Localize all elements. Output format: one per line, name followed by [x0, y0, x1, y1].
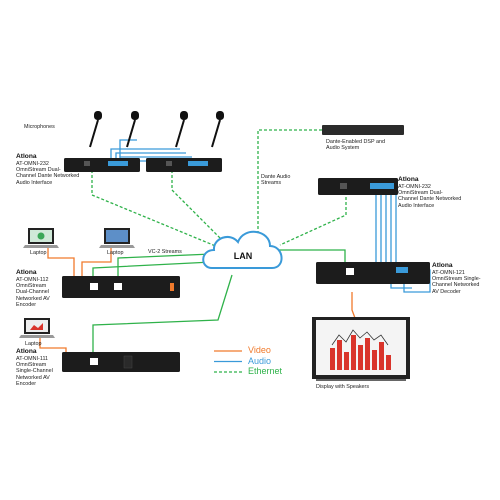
device-line: AT-OMNI-232	[16, 161, 49, 167]
cloud-icon	[202, 231, 283, 269]
device-line: Audio Interface	[398, 202, 435, 209]
device-line: OmniStream	[16, 362, 47, 369]
device-omni112	[62, 276, 180, 298]
microphones-label: Microphones	[24, 124, 55, 130]
display-icon	[312, 317, 410, 381]
device-line: Channel Dante Networked	[16, 173, 80, 180]
legend-video: Video	[248, 345, 271, 355]
device-line: Networked AV Encoder	[16, 295, 50, 308]
laptop-label-1: Laptop	[30, 250, 47, 256]
device-label-omni112: Atlona AT-OMNI-112 OmniStream Dual-Chann…	[16, 269, 68, 308]
device-line: AT-OMNI-112	[16, 277, 49, 283]
device-omni232-right	[318, 178, 398, 195]
lan-label: LAN	[234, 251, 253, 261]
laptop-icon	[23, 228, 59, 248]
dante-streams-label: Dante Audio Streams	[261, 174, 291, 187]
device-omni111	[62, 352, 180, 372]
laptop-label-3: Laptop	[25, 341, 42, 347]
device-line: OmniStream Dual-	[16, 167, 61, 174]
device-line: AV Decoder	[432, 288, 461, 295]
device-line: OmniStream Dual-	[398, 190, 443, 197]
microphone-icon	[175, 111, 188, 148]
laptop-icon	[99, 228, 135, 248]
brand-name: Atlona	[16, 153, 37, 160]
dante-dsp-label: Dante-Enabled DSP and Audio System	[326, 139, 385, 152]
legend-audio: Audio	[248, 355, 272, 366]
microphone-icon	[126, 111, 139, 148]
laptop-icon	[19, 318, 55, 338]
brand-name: Atlona	[432, 262, 453, 269]
device-line: Dual-Channel	[16, 289, 49, 296]
device-line: Channel Networked	[432, 282, 480, 289]
microphone-icon	[89, 111, 102, 148]
device-label-omni232-right: Atlona AT-OMNI-232 OmniStream Dual- Chan…	[398, 176, 470, 209]
device-line: Channel Dante Networked	[398, 196, 462, 203]
device-omni232-middle	[146, 158, 222, 172]
legend: Video Audio Ethernet	[248, 345, 282, 377]
laptop-label-2: Laptop	[107, 250, 124, 256]
dante-dsp-unit	[322, 125, 404, 135]
microphone-icon	[211, 111, 224, 148]
device-line: Networked AV Encoder	[16, 374, 50, 387]
ethernet-links	[91, 129, 347, 248]
device-omni232-left	[64, 158, 140, 172]
brand-name: Atlona	[16, 269, 37, 276]
device-label-omni232-left: Atlona AT-OMNI-232 OmniStream Dual- Chan…	[16, 153, 80, 186]
legend-swatches	[214, 350, 242, 373]
legend-ethernet: Ethernet	[248, 366, 283, 376]
video-links	[39, 248, 356, 355]
device-line: OmniStream	[16, 283, 47, 290]
device-line: AT-OMNI-121	[432, 270, 465, 276]
device-label-omni111: Atlona AT-OMNI-111 OmniStream Single-Cha…	[16, 348, 68, 387]
vc2-streams-label: VC-2 Streams	[148, 249, 182, 255]
device-line: Audio Interface	[16, 179, 53, 186]
device-line: AT-OMNI-232	[398, 184, 431, 190]
device-line: OmniStream Single-	[432, 276, 481, 283]
device-line: AT-OMNI-111	[16, 356, 49, 362]
device-label-omni121: Atlona AT-OMNI-121 OmniStream Single- Ch…	[432, 262, 494, 295]
device-line: Single-Channel	[16, 368, 53, 375]
device-omni121	[316, 262, 430, 284]
brand-name: Atlona	[398, 176, 419, 183]
display-label: Display with Speakers	[316, 384, 370, 390]
brand-name: Atlona	[16, 348, 37, 355]
